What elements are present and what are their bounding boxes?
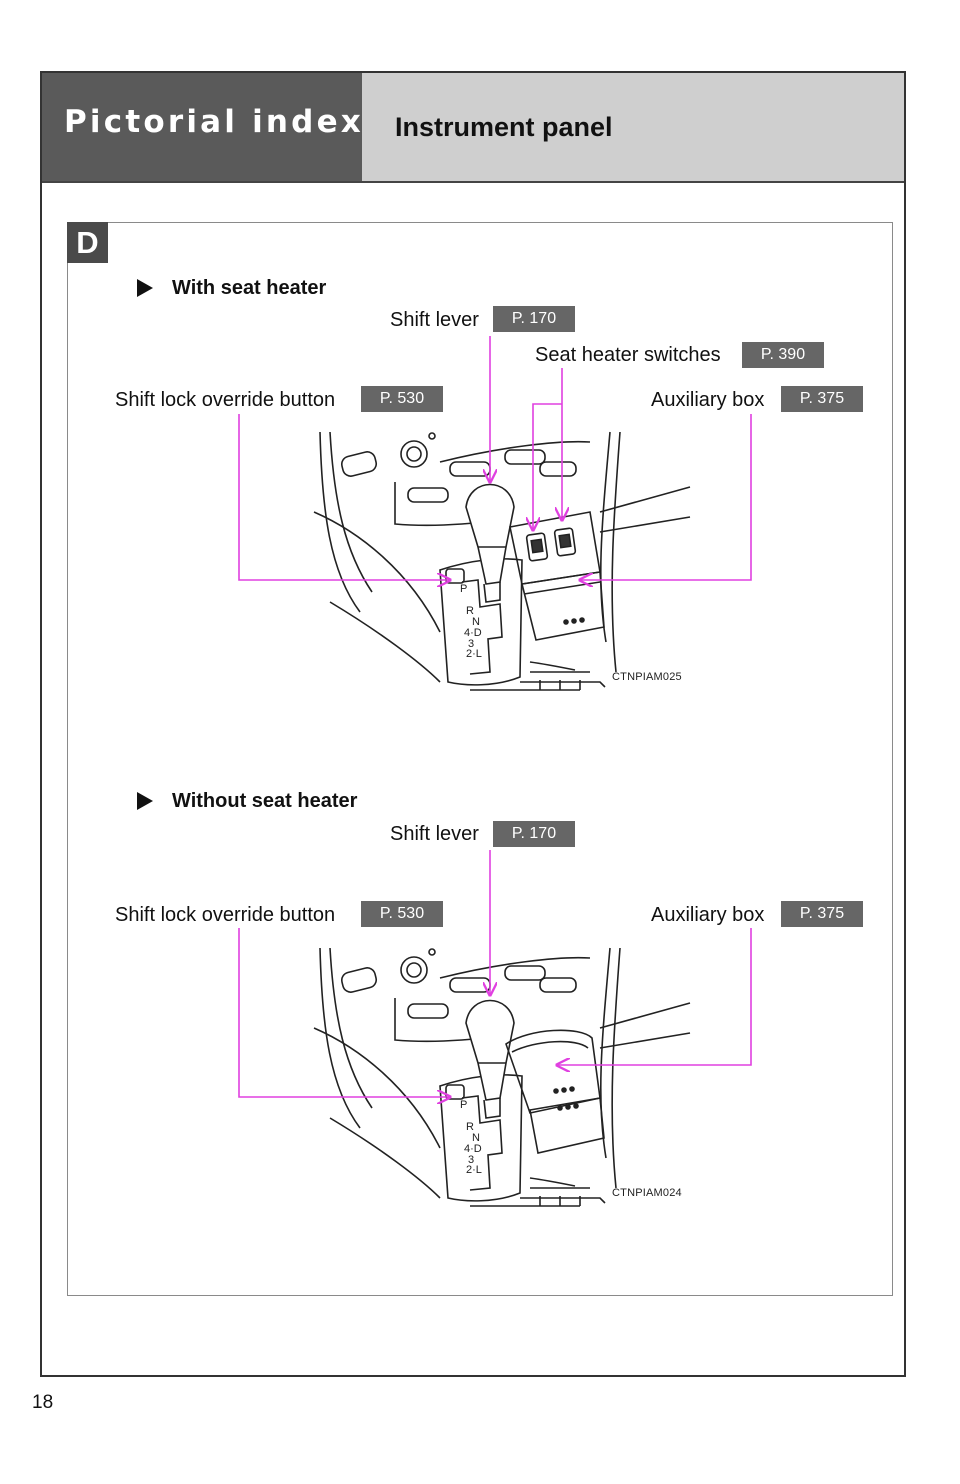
figure-badge: D <box>67 222 108 263</box>
bullet-arrow-icon <box>137 792 153 810</box>
page-ref-seat-heater-switches[interactable]: P. 390 <box>742 342 824 368</box>
page-ref-auxiliary-box[interactable]: P. 375 <box>781 901 863 927</box>
callout-label-seat-heater-switches: Seat heater switches <box>535 344 721 366</box>
header-section-tab <box>42 73 362 181</box>
panel-heading: With seat heater <box>172 277 327 299</box>
callout-label-auxiliary-box: Auxiliary box <box>651 389 765 411</box>
gear-label: P <box>460 1099 467 1111</box>
gear-label: 4·D <box>464 627 482 639</box>
page-number: 18 <box>32 1392 54 1413</box>
image-code: CTNPIAM024 <box>612 1187 682 1199</box>
page-ref-shift-lever[interactable]: P. 170 <box>493 821 575 847</box>
gear-label: R <box>466 605 474 617</box>
bullet-arrow-icon <box>137 279 153 297</box>
panel-heading: Without seat heater <box>172 790 358 812</box>
header-divider <box>42 181 904 183</box>
leader-line-auxiliary-box <box>580 414 752 580</box>
page-ref-shift-lock-override[interactable]: P. 530 <box>361 901 443 927</box>
callout-label-shift-lever: Shift lever <box>390 823 479 845</box>
callout-label-shift-lever: Shift lever <box>390 309 479 331</box>
gear-label: 2·L <box>466 648 482 660</box>
page-ref-shift-lever[interactable]: P. 170 <box>493 306 575 332</box>
callout-label-shift-lock-override: Shift lock override button <box>115 904 336 926</box>
image-code: CTNPIAM025 <box>612 671 682 683</box>
figure-box <box>67 222 893 1296</box>
gear-label: N <box>472 616 480 628</box>
gear-label: 3 <box>468 1154 474 1166</box>
leader-line-shift-lock <box>238 928 450 1097</box>
section-title: Pictorial index <box>64 104 364 140</box>
page-ref-shift-lock-override[interactable]: P. 530 <box>361 386 443 412</box>
gear-label: N <box>472 1132 480 1144</box>
page-frame <box>40 71 906 1377</box>
gear-label: P <box>460 583 467 595</box>
leader-line-seat-heater <box>533 403 562 530</box>
gear-label: 4·D <box>464 1143 482 1155</box>
callout-label-shift-lock-override: Shift lock override button <box>115 389 336 411</box>
gear-label: R <box>466 1121 474 1133</box>
gear-label: 2·L <box>466 1164 482 1176</box>
leader-line-shift-lock <box>238 414 450 580</box>
header-title-bar <box>362 73 904 181</box>
gear-label: 3 <box>468 638 474 650</box>
page-ref-auxiliary-box[interactable]: P. 375 <box>781 386 863 412</box>
page-title: Instrument panel <box>395 112 613 142</box>
leader-line-auxiliary-box <box>557 928 752 1065</box>
callout-label-auxiliary-box: Auxiliary box <box>651 904 765 926</box>
